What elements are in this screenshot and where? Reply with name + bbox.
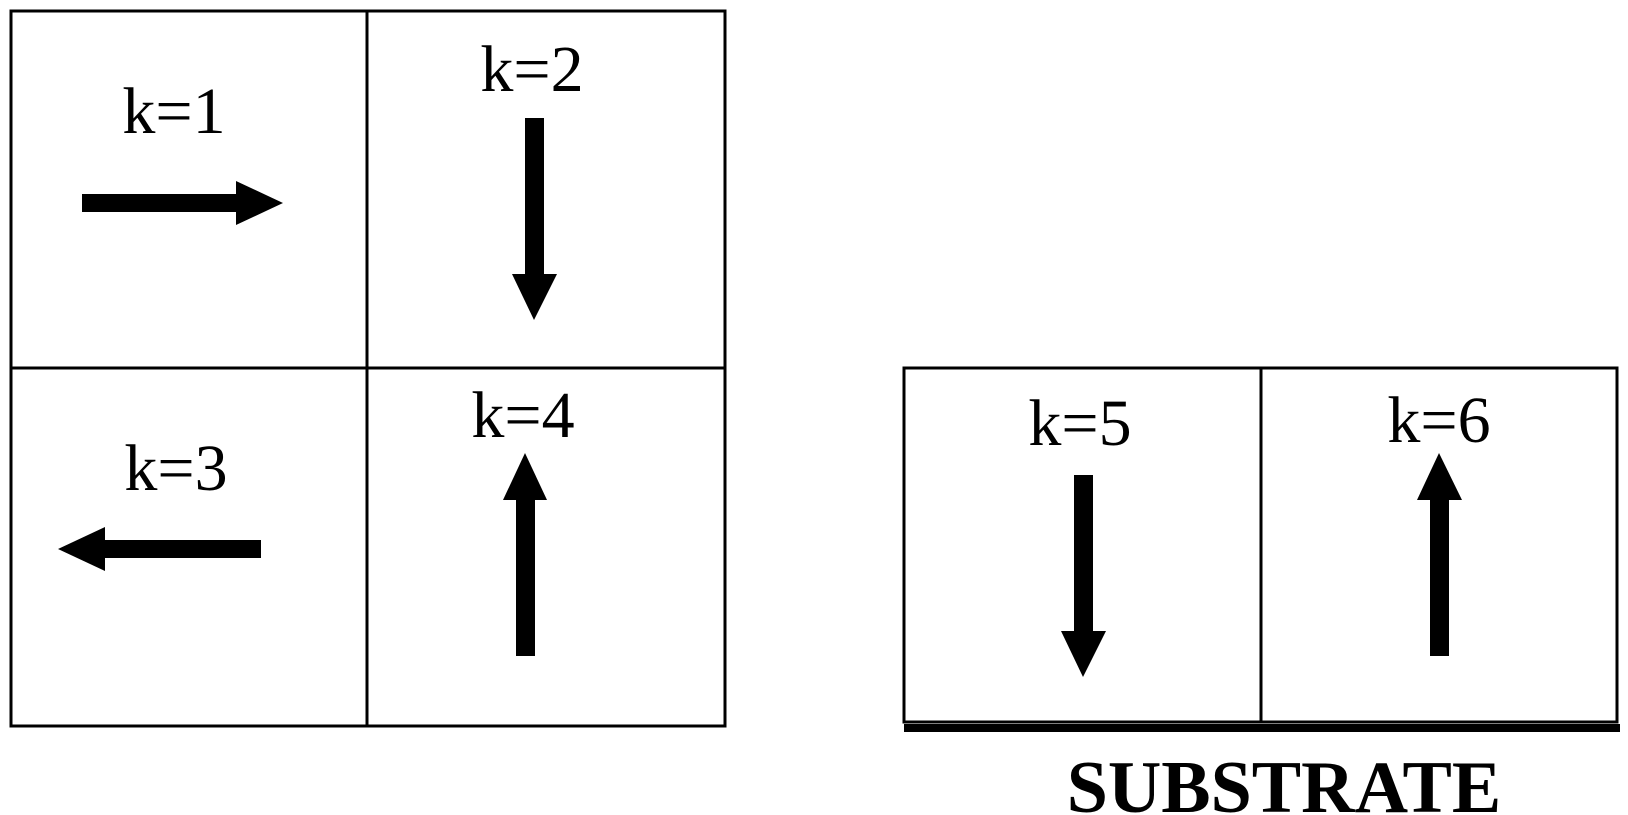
cell-label-k4: k=4 <box>471 379 574 452</box>
right-grid <box>902 366 1620 732</box>
cell-k2: k=2 <box>480 33 584 320</box>
cell-label-k1: k=1 <box>122 75 225 148</box>
cell-k6: k=6 <box>1387 384 1491 656</box>
substrate-label: SUBSTRATE <box>1067 747 1502 815</box>
cell-k3: k=3 <box>58 432 261 571</box>
arrow-down-icon <box>1061 475 1106 677</box>
arrow-up-icon <box>1417 453 1462 656</box>
arrow-up-icon <box>503 453 547 656</box>
left-grid <box>9 9 727 728</box>
cell-label-k3: k=3 <box>124 432 227 505</box>
cell-k1: k=1 <box>82 75 283 225</box>
cell-label-k2: k=2 <box>480 33 583 106</box>
arrow-down-icon <box>512 118 557 320</box>
cell-label-k6: k=6 <box>1387 384 1490 457</box>
arrow-right-icon <box>82 181 283 225</box>
arrow-left-icon <box>58 527 261 571</box>
cell-k5: k=5 <box>1028 387 1132 677</box>
cell-label-k5: k=5 <box>1028 387 1131 460</box>
cell-k4: k=4 <box>471 379 575 656</box>
